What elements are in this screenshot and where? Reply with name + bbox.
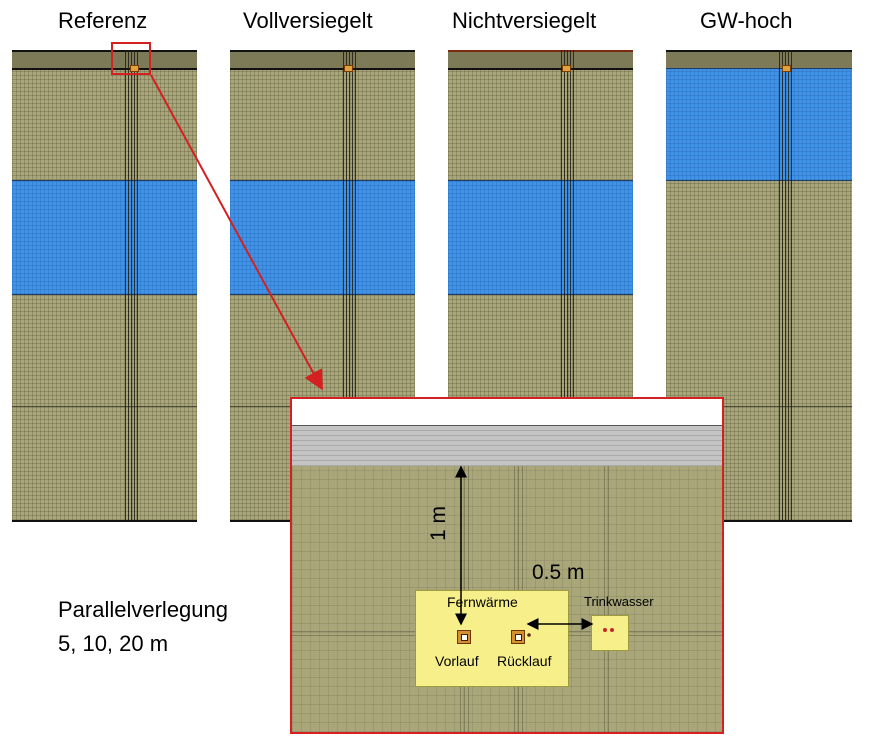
mesh-line bbox=[779, 50, 780, 520]
mesh-line bbox=[782, 50, 783, 520]
distance-dimension-label: 0.5 m bbox=[532, 561, 585, 584]
panel-title-nichtversiegelt: Nichtversiegelt bbox=[452, 8, 597, 33]
parallel-laying-label: Parallelverlegung bbox=[58, 597, 228, 622]
surface-layer bbox=[448, 50, 633, 70]
mesh-line bbox=[134, 50, 135, 520]
drinking-water-zone bbox=[591, 615, 629, 651]
mesh-line bbox=[567, 50, 568, 520]
panel-title-vollversiegelt: Vollversiegelt bbox=[243, 8, 373, 33]
layer-boundary bbox=[12, 406, 197, 407]
mesh-line bbox=[131, 50, 132, 520]
mesh-line bbox=[125, 50, 126, 520]
mesh-line bbox=[561, 50, 562, 520]
mesh-line bbox=[137, 50, 138, 520]
district-heating-zone bbox=[415, 590, 569, 687]
pipe-marker bbox=[344, 65, 353, 72]
panel-referenz bbox=[12, 50, 197, 522]
panel-title-referenz: Referenz bbox=[58, 8, 148, 33]
mesh-line bbox=[128, 50, 129, 520]
groundwater-layer bbox=[666, 68, 852, 181]
zoom-arrow bbox=[150, 74, 323, 391]
mesh-line bbox=[564, 50, 565, 520]
detail-mesh-line bbox=[608, 466, 609, 732]
detail-pavement-layer bbox=[292, 426, 722, 466]
mesh-line bbox=[352, 50, 353, 520]
mesh-line bbox=[570, 50, 571, 520]
pipe-marker bbox=[130, 65, 139, 72]
drinking-water-pipe-dot bbox=[610, 628, 614, 632]
mesh-line bbox=[343, 50, 344, 520]
mesh-line bbox=[791, 50, 792, 520]
mesh-line bbox=[346, 50, 347, 520]
drinking-water-pipe-dot bbox=[603, 628, 607, 632]
panel-title-gw-hoch: GW-hoch bbox=[700, 8, 793, 33]
detail-mesh-line bbox=[604, 466, 605, 732]
surface-layer bbox=[230, 50, 415, 70]
zoom-region-box bbox=[111, 42, 151, 75]
layer-boundary bbox=[666, 406, 852, 407]
supply-label: Vorlauf bbox=[435, 653, 479, 669]
groundwater-layer bbox=[12, 180, 197, 295]
detail-air-layer bbox=[292, 399, 722, 426]
mesh-line bbox=[788, 50, 789, 520]
panel-gap bbox=[197, 50, 230, 520]
mesh-line bbox=[349, 50, 350, 520]
return-label: Rücklauf bbox=[497, 653, 552, 669]
mesh-line bbox=[355, 50, 356, 520]
pipe-marker bbox=[782, 65, 791, 72]
pipe-marker bbox=[562, 65, 571, 72]
mesh-line bbox=[573, 50, 574, 520]
parallel-distances-label: 5, 10, 20 m bbox=[58, 631, 169, 656]
return-pipe-dot bbox=[527, 633, 531, 637]
groundwater-layer bbox=[448, 180, 633, 295]
mesh-line bbox=[785, 50, 786, 520]
return-pipe bbox=[511, 630, 525, 644]
drinking-water-label: Trinkwasser bbox=[584, 594, 654, 609]
supply-pipe bbox=[457, 630, 471, 644]
